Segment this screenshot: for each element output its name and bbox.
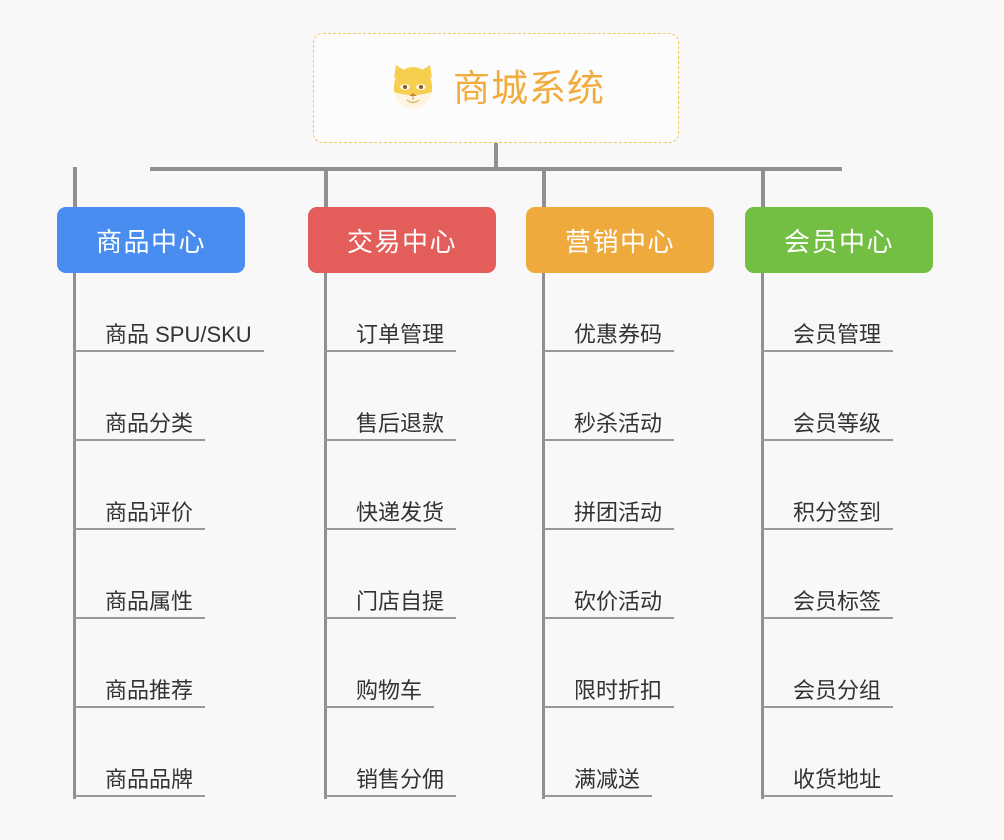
leaf-item-label: 商品品牌 bbox=[105, 767, 194, 792]
column-spine-2 bbox=[324, 273, 327, 799]
leaf-item-label: 满减送 bbox=[574, 767, 641, 792]
leaf-item-rule bbox=[324, 795, 456, 797]
leaf-item-label: 商品分类 bbox=[105, 411, 194, 436]
leaf-item-rule bbox=[73, 617, 205, 619]
leaf-item-label: 会员分组 bbox=[793, 678, 882, 703]
leaf-item-label: 积分签到 bbox=[793, 500, 882, 525]
category-box-3[interactable]: 营销中心 bbox=[526, 207, 714, 273]
column-spine-4 bbox=[761, 273, 764, 799]
leaf-item-rule bbox=[761, 528, 893, 530]
leaf-item-label: 售后退款 bbox=[356, 411, 445, 436]
leaf-item-label: 快递发货 bbox=[356, 500, 445, 525]
leaf-item-rule bbox=[542, 617, 674, 619]
leaf-item-rule bbox=[542, 350, 674, 352]
leaf-item-label: 拼团活动 bbox=[574, 500, 663, 525]
leaf-item-rule bbox=[324, 439, 456, 441]
category-label: 营销中心 bbox=[564, 226, 675, 257]
connector-main-bus bbox=[150, 167, 842, 171]
root-node-label: 商城系统 bbox=[453, 67, 605, 109]
leaf-item-rule bbox=[73, 706, 205, 708]
leaf-item-rule bbox=[761, 706, 893, 708]
leaf-item-label: 优惠券码 bbox=[574, 322, 663, 347]
leaf-item-label: 商品 SPU/SKU bbox=[105, 322, 252, 347]
leaf-item-label: 会员等级 bbox=[793, 411, 882, 436]
leaf-item-label: 商品推荐 bbox=[105, 678, 194, 703]
leaf-item-label: 砍价活动 bbox=[574, 589, 663, 614]
column-spine-3 bbox=[542, 273, 545, 799]
leaf-item-rule bbox=[761, 617, 893, 619]
leaf-item-label: 商品评价 bbox=[105, 500, 194, 525]
connector-drop-4 bbox=[761, 167, 765, 209]
connector-drop-1 bbox=[73, 167, 77, 209]
leaf-item-rule bbox=[761, 350, 893, 352]
connector-root-stem bbox=[494, 143, 498, 171]
leaf-item-rule bbox=[324, 350, 456, 352]
leaf-item-rule bbox=[542, 439, 674, 441]
leaf-item-rule bbox=[761, 795, 893, 797]
leaf-item-label: 订单管理 bbox=[356, 322, 445, 347]
category-box-4[interactable]: 会员中心 bbox=[745, 207, 933, 273]
category-box-2[interactable]: 交易中心 bbox=[308, 207, 496, 273]
leaf-item-rule bbox=[73, 350, 264, 352]
leaf-item-rule bbox=[761, 439, 893, 441]
shiba-dog-face-icon bbox=[387, 62, 439, 114]
column-spine-1 bbox=[73, 273, 76, 799]
leaf-item-rule bbox=[73, 528, 205, 530]
leaf-item-label: 门店自提 bbox=[356, 589, 445, 614]
leaf-item-rule bbox=[542, 528, 674, 530]
leaf-item-rule bbox=[324, 528, 456, 530]
category-label: 商品中心 bbox=[95, 226, 206, 257]
leaf-item-label: 限时折扣 bbox=[574, 678, 663, 703]
leaf-item-rule bbox=[542, 795, 652, 797]
leaf-item-label: 收货地址 bbox=[793, 767, 882, 792]
leaf-item-label: 销售分佣 bbox=[356, 767, 445, 792]
leaf-item-label: 商品属性 bbox=[105, 589, 194, 614]
leaf-item-rule bbox=[73, 439, 205, 441]
leaf-item-label: 会员标签 bbox=[793, 589, 882, 614]
category-label: 会员中心 bbox=[783, 226, 894, 257]
leaf-item-rule bbox=[324, 617, 456, 619]
category-box-1[interactable]: 商品中心 bbox=[57, 207, 245, 273]
leaf-item-rule bbox=[542, 706, 674, 708]
root-node-mall-system[interactable]: 商城系统 bbox=[313, 33, 679, 143]
leaf-item-rule bbox=[324, 706, 434, 708]
leaf-item-label: 会员管理 bbox=[793, 322, 882, 347]
leaf-item-label: 秒杀活动 bbox=[574, 411, 663, 436]
category-label: 交易中心 bbox=[346, 226, 457, 257]
leaf-item-rule bbox=[73, 795, 205, 797]
connector-drop-3 bbox=[542, 167, 546, 209]
connector-drop-2 bbox=[324, 167, 328, 209]
leaf-item-label: 购物车 bbox=[356, 678, 423, 703]
